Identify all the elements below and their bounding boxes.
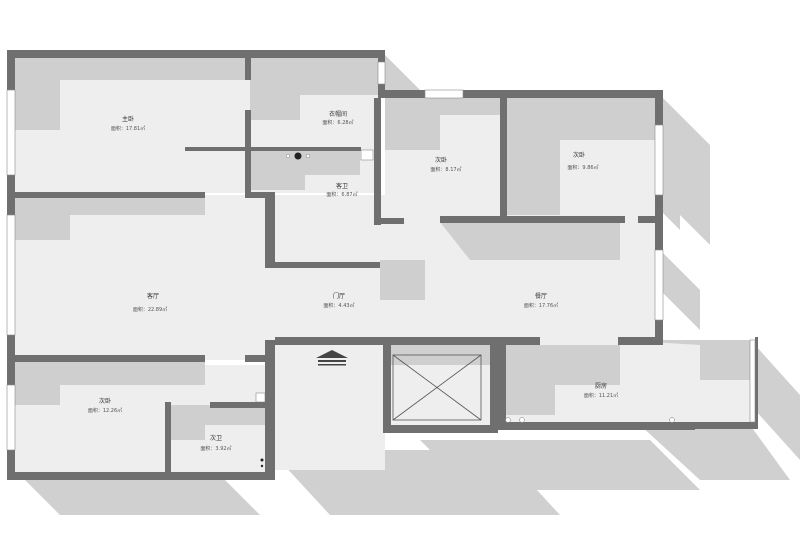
fixtures: [255, 149, 675, 468]
room-name-bedroom-bottom: 次卧: [99, 397, 111, 405]
room-area-bedroom-right: 面积：9.86㎡: [567, 164, 598, 171]
room-name-closet: 衣帽间: [329, 110, 347, 118]
entry-arrow-icon: [316, 350, 348, 366]
windows: [6, 61, 756, 451]
room-labels: 主卧 面积：17.81㎡ 衣帽间 面积：6.28㎡ 客卫 面积：6.87㎡ 次卧…: [88, 110, 618, 452]
room-name-guest-bath: 客卫: [336, 182, 348, 190]
room-area-master: 面积：17.81㎡: [111, 125, 145, 132]
room-area-living: 面积：22.89㎡: [133, 306, 167, 313]
room-name-bedroom-right: 次卧: [573, 151, 585, 159]
shaft: [392, 354, 482, 421]
room-name-dining: 餐厅: [535, 292, 547, 300]
room-name-foyer: 门厅: [333, 292, 345, 300]
room-name-master: 主卧: [122, 115, 134, 123]
room-area-dining: 面积：17.76㎡: [524, 302, 558, 309]
room-area-closet: 面积：6.28㎡: [322, 119, 353, 126]
room-name-living: 客厅: [147, 292, 159, 300]
room-name-kitchen: 厨房: [595, 382, 607, 390]
room-area-bedroom-bottom: 面积：12.26㎡: [88, 407, 122, 414]
room-area-bedroom-mid: 面积：8.17㎡: [430, 166, 461, 173]
room-name-bath2: 次卫: [210, 434, 222, 442]
floor-shadows: [15, 58, 750, 440]
room-area-guest-bath: 面积：6.87㎡: [326, 191, 357, 198]
room-area-kitchen: 面积：11.21㎡: [584, 392, 618, 399]
room-area-foyer: 面积：4.43㎡: [323, 302, 354, 309]
room-area-bath2: 面积：3.92㎡: [200, 445, 231, 452]
room-name-bedroom-mid: 次卧: [435, 156, 447, 164]
